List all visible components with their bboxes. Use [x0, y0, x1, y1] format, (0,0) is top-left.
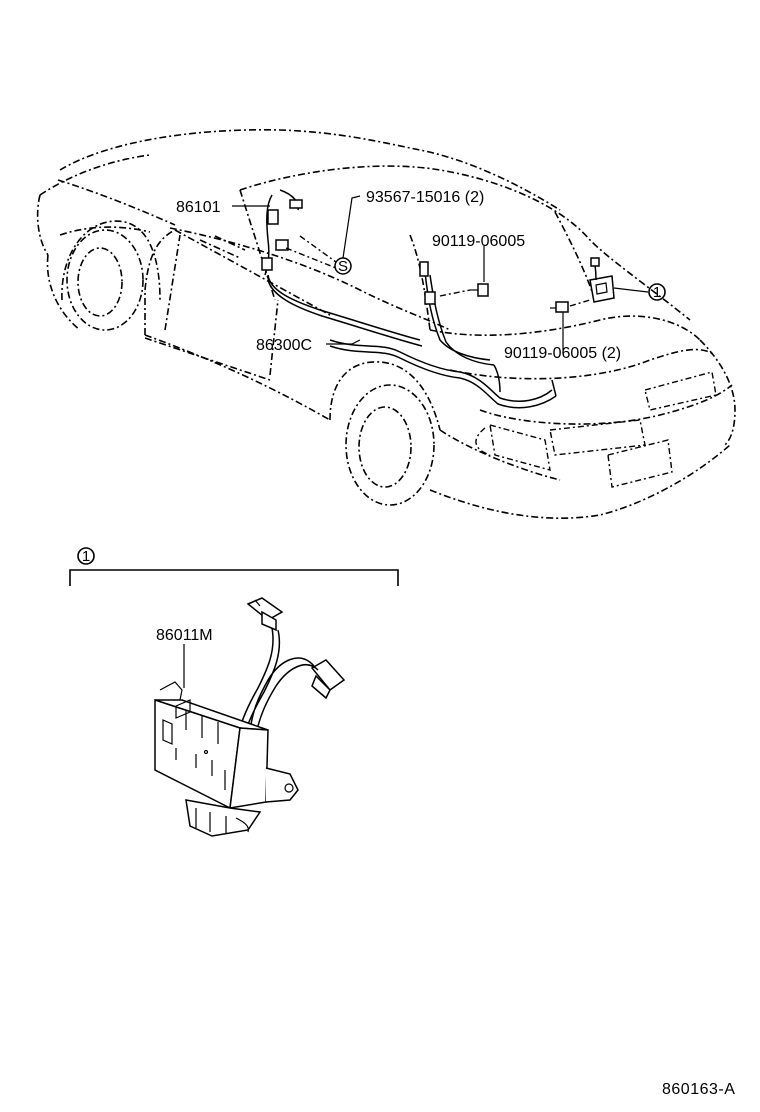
part-label-86300c: 86300C	[256, 337, 312, 354]
part-label-86011m: 86011M	[156, 627, 213, 644]
part-label-93567-15016: 93567-15016 (2)	[366, 189, 484, 206]
figure-code: 860163-A	[662, 1081, 735, 1098]
leader-lines	[232, 195, 649, 350]
detail-section: 1	[69, 547, 399, 586]
detail-bracket	[69, 569, 399, 586]
screw-marker: S	[285, 235, 352, 275]
ref-circle-lower-number: 1	[82, 548, 90, 565]
screw-marker-letter: S	[338, 258, 348, 275]
part-label-90119-06005-top: 90119-06005	[432, 233, 525, 250]
module-bracket-rear	[589, 257, 615, 303]
part-label-90119-06005-bottom: 90119-06005 (2)	[504, 345, 621, 362]
wiring-harness-86101	[261, 189, 423, 347]
bolt-90119-top	[439, 283, 489, 297]
bolt-90119-bottom	[550, 299, 591, 313]
car-body	[36, 128, 736, 519]
ref-circle-upper: 1	[648, 283, 666, 301]
part-label-86101: 86101	[176, 199, 221, 216]
ref-circle-upper-number: 1	[653, 284, 661, 301]
module-86011m	[154, 597, 346, 837]
ref-circle-lower: 1	[77, 547, 95, 565]
wiring-harness-86300c	[329, 261, 557, 409]
